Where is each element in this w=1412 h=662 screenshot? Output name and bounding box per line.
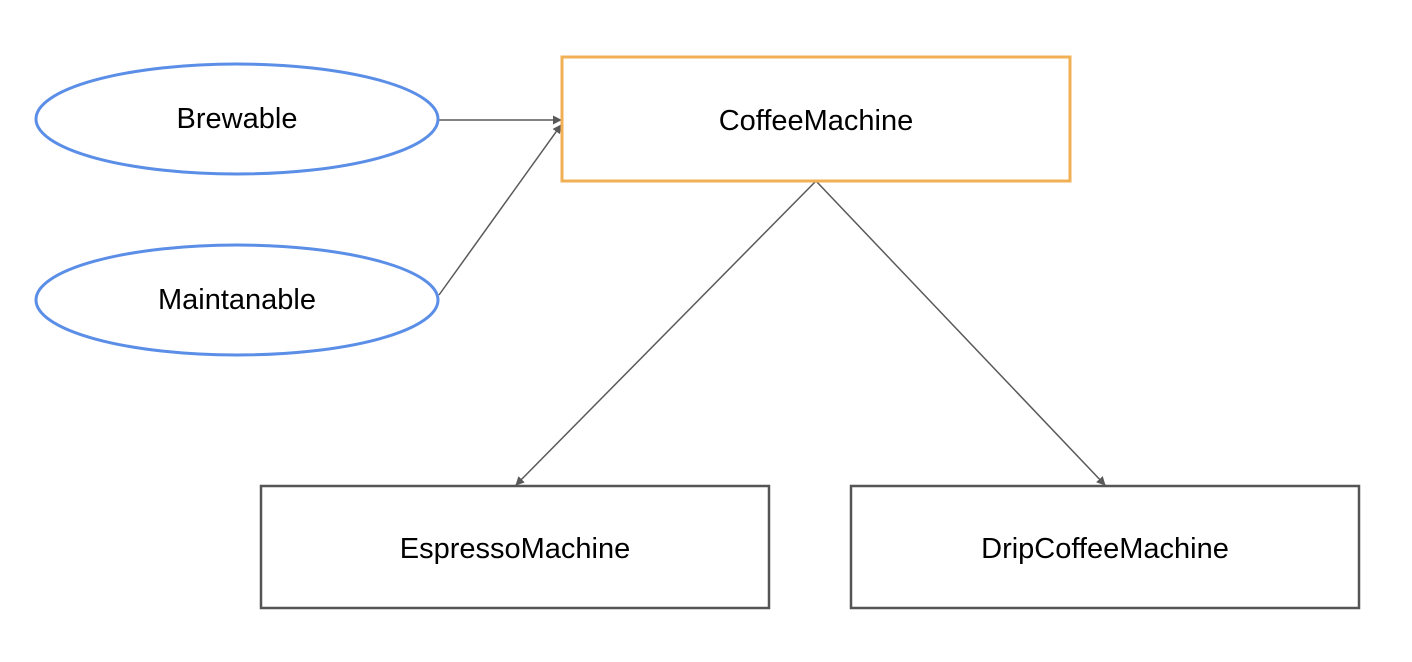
dripcoffeemachine-box xyxy=(849,484,1361,610)
edge-coffeemachine-to-dripcoffeemachine xyxy=(815,180,1106,486)
dripcoffeemachine-class-node[interactable]: DripCoffeeMachine xyxy=(849,484,1361,610)
espressomachine-box xyxy=(259,484,771,610)
brewable-interface-node[interactable]: Brewable xyxy=(34,62,440,176)
espressomachine-label: EspressoMachine xyxy=(400,533,631,565)
espressomachine-class-node[interactable]: EspressoMachine xyxy=(259,484,771,610)
maintanable-ellipse xyxy=(34,243,440,357)
maintanable-interface-node[interactable]: Maintanable xyxy=(34,243,440,357)
brewable-ellipse xyxy=(34,62,440,176)
brewable-label: Brewable xyxy=(177,103,298,135)
coffeemachine-label: CoffeeMachine xyxy=(719,105,914,137)
dripcoffeemachine-label: DripCoffeeMachine xyxy=(981,533,1229,565)
edge-coffeemachine-to-espressomachine xyxy=(515,180,817,486)
maintanable-label: Maintanable xyxy=(158,284,316,316)
coffeemachine-box xyxy=(560,55,1072,183)
coffeemachine-class-node[interactable]: CoffeeMachine xyxy=(560,55,1072,183)
edge-maintanable-to-coffeemachine xyxy=(438,124,562,296)
